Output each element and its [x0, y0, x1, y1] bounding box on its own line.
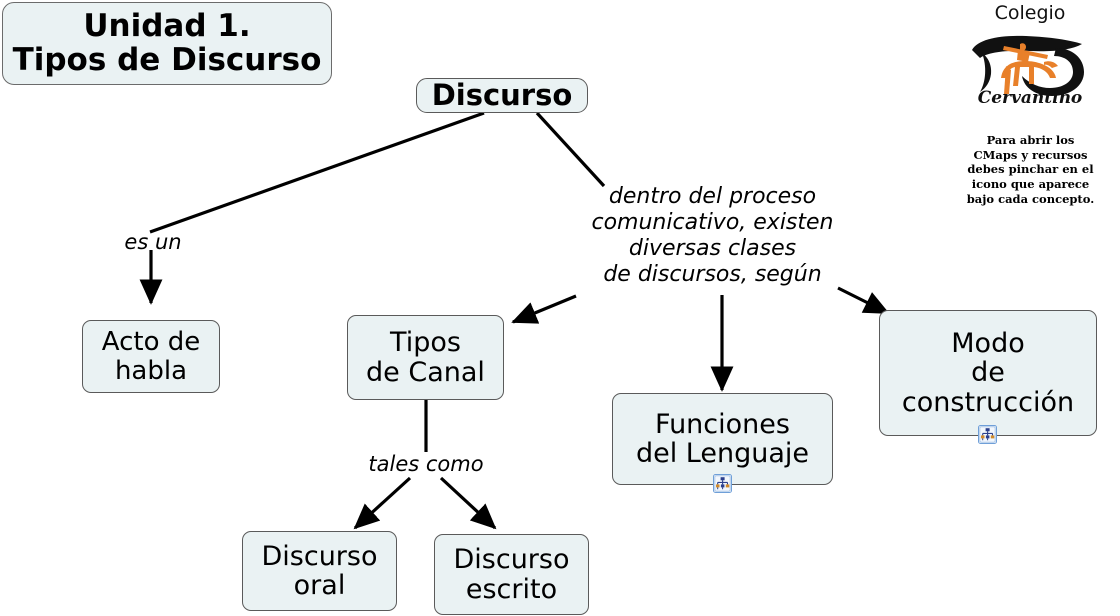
logo-instruction-caption: Para abrir los CMaps y recursos debes pi… [966, 133, 1095, 206]
logo-word-colegio: Colegio [994, 2, 1066, 24]
don-quixote-horse-mark [972, 35, 1084, 96]
node-funciones-del-lenguaje[interactable]: Funciones del Lenguaje [612, 393, 833, 485]
node-acto-de-habla[interactable]: Acto de habla [82, 320, 220, 393]
link-label-es-un: es un [124, 230, 182, 254]
node-discurso-escrito[interactable]: Discurso escrito [434, 534, 589, 615]
link-tales-como-to-discurso-oral [353, 476, 412, 530]
link-discurso-to-es-un [149, 111, 485, 234]
link-label-tales-como: tales como [368, 452, 484, 476]
link-dentro-to-tipos-de-canal [511, 294, 577, 324]
logo-word-cervantino: Cervantino [977, 88, 1083, 108]
unit-title-box: Unidad 1. Tipos de Discurso [2, 2, 332, 85]
node-tipos-de-canal[interactable]: Tipos de Canal [347, 315, 504, 400]
node-discurso[interactable]: Discurso [416, 78, 588, 113]
link-tales-como-to-discurso-escrito [439, 476, 497, 530]
node-discurso-oral[interactable]: Discurso oral [242, 531, 397, 611]
node-modo-de-construccion[interactable]: Modo de construcción [879, 310, 1097, 436]
cmap-resource-icon-funciones[interactable] [713, 474, 732, 493]
school-logo: Colegio Cervantino [960, 2, 1100, 120]
cmap-resource-icon-modo[interactable] [978, 425, 997, 444]
link-discurso-to-dentro-del-proceso [535, 111, 606, 188]
link-dentro-to-modo-de-construccion [837, 286, 890, 315]
link-label-dentro-del-proceso: dentro del proceso comunicativo, existen… [591, 184, 834, 287]
